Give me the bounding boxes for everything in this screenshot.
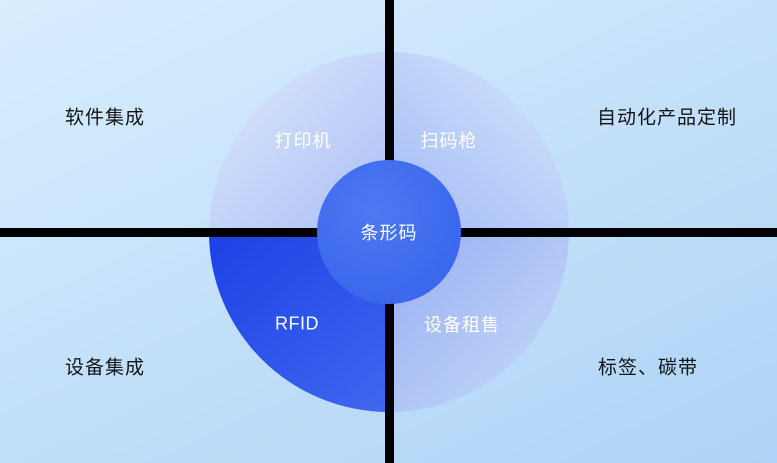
quadrant-wheel [209,52,569,412]
quadrant-label-printer: 打印机 [274,131,332,151]
corner-label-bottom-right: 标签、碳带 [597,357,699,379]
corner-label-top-left: 软件集成 [64,107,146,129]
corner-label-top-right: 自动化产品定制 [596,107,738,129]
center-label: 条形码 [360,223,418,243]
quadrant-label-rental: 设备租售 [424,315,500,335]
quadrant-label-scanner: 扫码枪 [420,131,478,151]
quadrant-label-rfid: RFID [275,313,319,334]
corner-label-bottom-left: 设备集成 [64,357,146,379]
center-circle: 条形码 [317,160,461,304]
